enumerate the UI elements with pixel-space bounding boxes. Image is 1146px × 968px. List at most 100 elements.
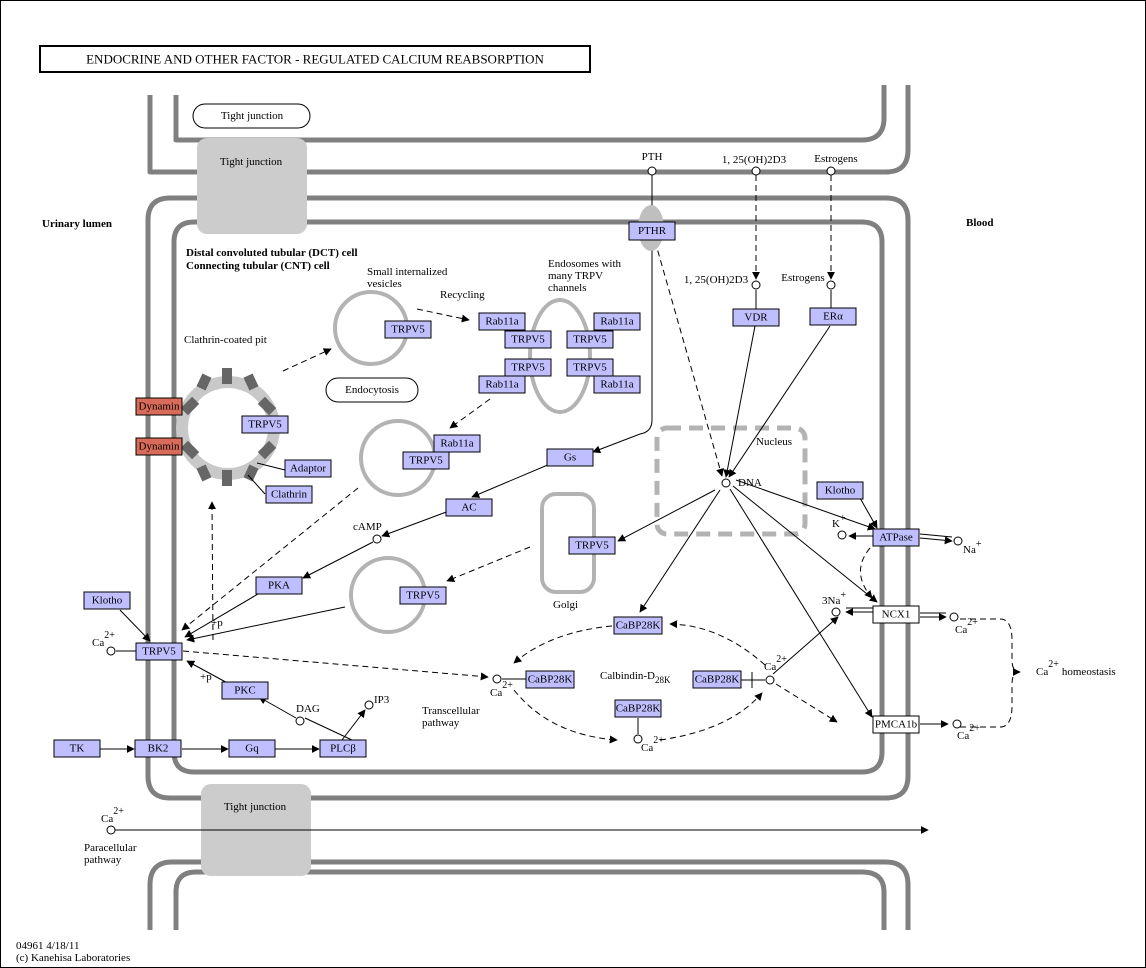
svg-text:TRPV5: TRPV5 bbox=[142, 646, 176, 658]
ca-left-node[interactable] bbox=[106, 646, 116, 656]
svg-text:Klotho: Klotho bbox=[825, 485, 856, 497]
dag-node[interactable] bbox=[295, 716, 305, 726]
ip3-node[interactable] bbox=[364, 700, 374, 710]
gene-gs[interactable]: Gs bbox=[546, 448, 594, 467]
endosomes-label-1: Endosomes with bbox=[548, 258, 622, 270]
small-vesicles-label-1: Small internalized bbox=[367, 266, 448, 278]
gene-tk[interactable]: TK bbox=[53, 739, 101, 758]
svg-text:PLCβ: PLCβ bbox=[330, 743, 356, 755]
na3-node[interactable] bbox=[831, 607, 841, 617]
gene-trpv5-ves2[interactable]: TRPV5 bbox=[399, 586, 447, 605]
clathrin-coated-pit bbox=[176, 368, 280, 486]
tight-junction-top-label: Tight junction bbox=[221, 110, 284, 122]
gene-rab11a-4[interactable]: Rab11a bbox=[593, 375, 641, 394]
gene-plcb[interactable]: PLCβ bbox=[319, 739, 367, 758]
ca-left-label: Ca2+ bbox=[92, 630, 115, 649]
svg-text:Rab11a: Rab11a bbox=[485, 379, 518, 391]
gene-trpv5-endo-3[interactable]: TRPV5 bbox=[504, 358, 552, 377]
gene-klotho-left[interactable]: Klotho bbox=[83, 591, 131, 610]
svg-text:Gs: Gs bbox=[564, 452, 576, 464]
gene-cabp-left[interactable]: CaBP28K bbox=[525, 670, 575, 689]
ca-bottom-node[interactable] bbox=[633, 734, 643, 744]
title-text: ENDOCRINE AND OTHER FACTOR - REGULATED C… bbox=[86, 52, 544, 67]
paracellular-label-2: pathway bbox=[84, 854, 122, 866]
gene-clathrin[interactable]: Clathrin bbox=[265, 485, 313, 504]
ca-para-node[interactable] bbox=[106, 825, 116, 835]
gene-era[interactable]: ERα bbox=[809, 307, 857, 326]
svg-text:TRPV5: TRPV5 bbox=[573, 362, 607, 374]
footer-code: 04961 4/18/11 bbox=[16, 940, 79, 952]
gene-trpv5-membrane[interactable]: TRPV5 bbox=[135, 642, 183, 661]
golgi-label: Golgi bbox=[553, 599, 578, 611]
svg-text:ATPase: ATPase bbox=[879, 532, 913, 544]
gene-trpv5-endo-1[interactable]: TRPV5 bbox=[504, 330, 552, 349]
camp-node[interactable] bbox=[372, 534, 382, 544]
gene-rab11a-1[interactable]: Rab11a bbox=[478, 312, 526, 331]
gene-pthr[interactable]: PTHR bbox=[628, 221, 676, 241]
estrogens-ext-node[interactable] bbox=[826, 166, 836, 176]
svg-text:Dynamin: Dynamin bbox=[139, 401, 180, 413]
vitd-ext-node[interactable] bbox=[751, 166, 761, 176]
vitd-int-node[interactable] bbox=[751, 280, 761, 290]
pathway-title: ENDOCRINE AND OTHER FACTOR - REGULATED C… bbox=[39, 45, 591, 73]
gene-dynamin-1[interactable]: Dynamin bbox=[135, 397, 183, 416]
gene-klotho-right[interactable]: Klotho bbox=[816, 481, 864, 500]
svg-text:AC: AC bbox=[461, 502, 476, 514]
recycling-label: Recycling bbox=[440, 289, 485, 301]
svg-text:TK: TK bbox=[70, 743, 85, 755]
gene-pka[interactable]: PKA bbox=[255, 576, 303, 595]
dna-node[interactable] bbox=[721, 478, 731, 488]
svg-text:Rab11a: Rab11a bbox=[600, 379, 633, 391]
svg-text:VDR: VDR bbox=[744, 312, 768, 324]
gene-trpv5-endo-2[interactable]: TRPV5 bbox=[566, 330, 614, 349]
dag-label: DAG bbox=[296, 703, 320, 715]
gene-trpv5-newves[interactable]: TRPV5 bbox=[402, 451, 450, 470]
gene-trpv5-endo-4[interactable]: TRPV5 bbox=[566, 358, 614, 377]
gene-pkc[interactable]: PKC bbox=[221, 681, 269, 700]
gene-trpv5-golgi[interactable]: TRPV5 bbox=[568, 536, 616, 555]
pth-node[interactable] bbox=[647, 166, 657, 176]
gene-cabp-top[interactable]: CaBP28K bbox=[613, 616, 663, 635]
gene-gq[interactable]: Gq bbox=[228, 739, 276, 758]
na3-label: 3Na+ bbox=[822, 590, 846, 607]
gene-ncx1[interactable]: NCX1 bbox=[872, 605, 920, 624]
gene-atpase[interactable]: ATPase bbox=[872, 528, 920, 547]
estrogens-int-node[interactable] bbox=[826, 280, 836, 290]
gene-vdr[interactable]: VDR bbox=[732, 308, 780, 327]
tight-junction-upper: Tight junction bbox=[197, 138, 307, 234]
ca-ncx-node[interactable] bbox=[949, 612, 959, 622]
svg-text:NCX1: NCX1 bbox=[882, 609, 911, 621]
gene-rab11a-2[interactable]: Rab11a bbox=[593, 312, 641, 331]
svg-text:Rab11a: Rab11a bbox=[485, 316, 518, 328]
gene-trpv5-pit[interactable]: TRPV5 bbox=[241, 415, 289, 434]
gene-rab11a-5[interactable]: Rab11a bbox=[433, 434, 481, 453]
svg-text:CaBP28K: CaBP28K bbox=[528, 674, 573, 686]
gene-bk2[interactable]: BK2 bbox=[134, 739, 182, 758]
ca-pmca-node[interactable] bbox=[952, 719, 962, 729]
gene-cabp-right[interactable]: CaBP28K bbox=[692, 670, 742, 689]
ca-right-node[interactable] bbox=[765, 675, 775, 685]
svg-text:CaBP28K: CaBP28K bbox=[695, 674, 740, 686]
pth-label: PTH bbox=[642, 151, 663, 163]
ca-right-label: Ca2+ bbox=[764, 654, 787, 673]
k-node[interactable] bbox=[837, 530, 847, 540]
ca-ncx-label: Ca2+ bbox=[955, 617, 978, 636]
na-node[interactable] bbox=[953, 536, 963, 546]
gene-dynamin-2[interactable]: Dynamin bbox=[135, 437, 183, 456]
svg-text:PKC: PKC bbox=[234, 685, 255, 697]
gene-rab11a-3[interactable]: Rab11a bbox=[478, 375, 526, 394]
gene-adaptor[interactable]: Adaptor bbox=[284, 459, 332, 478]
gene-cabp-mid[interactable]: CaBP28K bbox=[614, 699, 662, 718]
dna-label: DNA bbox=[738, 477, 762, 489]
ca-pmca-label: Ca2+ bbox=[957, 723, 980, 742]
ca-mid-node[interactable] bbox=[492, 674, 502, 684]
gene-ac[interactable]: AC bbox=[445, 498, 493, 517]
svg-text:CaBP28K: CaBP28K bbox=[616, 620, 661, 632]
membranes bbox=[145, 85, 911, 930]
cell-label-cnt: Connecting tubular (CNT) cell bbox=[186, 260, 330, 272]
svg-text:CaBP28K: CaBP28K bbox=[616, 703, 661, 715]
gene-trpv5-vesicle[interactable]: TRPV5 bbox=[384, 320, 432, 339]
svg-text:Rab11a: Rab11a bbox=[440, 438, 473, 450]
gene-pmca1b[interactable]: PMCA1b bbox=[872, 715, 920, 734]
